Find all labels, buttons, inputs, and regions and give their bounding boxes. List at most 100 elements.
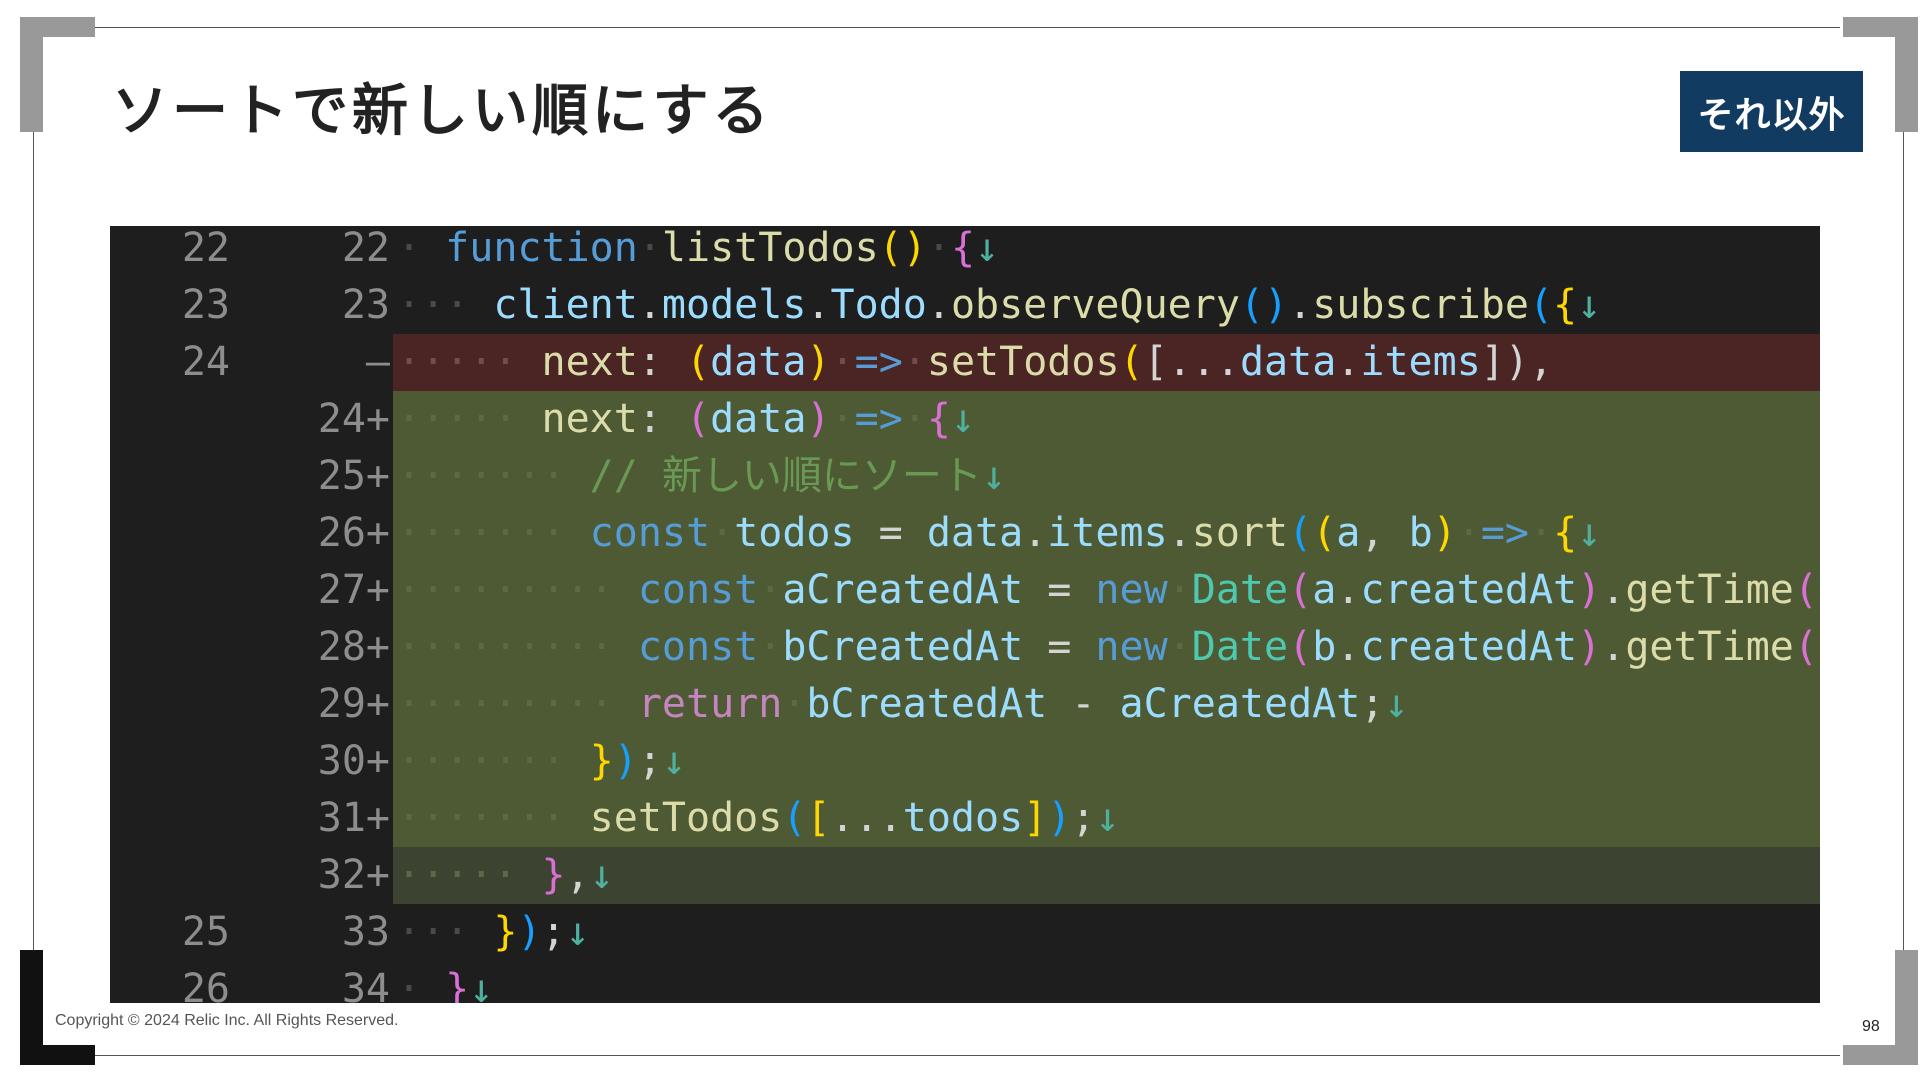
code-token: return: [637, 681, 783, 727]
source-code-line: ······· setTodos([...todos]);↓: [393, 790, 1120, 847]
code-token: .: [1601, 624, 1626, 670]
code-token: a: [1312, 567, 1337, 613]
corner-top-right-vertical: [1895, 17, 1918, 132]
corner-bottom-left-vertical: [20, 950, 43, 1065]
code-token: =: [1023, 624, 1096, 670]
line-return-icon: ↓: [661, 738, 687, 784]
code-token: createdAt: [1360, 624, 1578, 670]
code-token: =: [1023, 567, 1096, 613]
code-token: }: [541, 852, 566, 898]
diff-line: 26+······· const·todos = data.items.sort…: [110, 505, 1820, 562]
indent-guide: ·: [397, 226, 446, 271]
code-token: ·: [1456, 510, 1481, 556]
diff-line: 28+········· const·bCreatedAt = new·Date…: [110, 619, 1820, 676]
old-line-number: [130, 790, 230, 847]
code-token: (: [686, 396, 711, 442]
code-token: data: [926, 510, 1024, 556]
code-token: (: [1312, 510, 1337, 556]
code-token: items: [1047, 510, 1168, 556]
indent-guide: ·········: [397, 681, 638, 727]
code-token: todos: [734, 510, 855, 556]
code-token: todos: [902, 795, 1024, 841]
indent-guide: ···: [397, 282, 494, 328]
code-token: setTodos: [926, 339, 1120, 385]
code-token: ·: [758, 567, 783, 613]
diff-line-background: [393, 505, 1820, 562]
slide-title: ソートで新しい順にする: [112, 79, 773, 144]
code-token: ;: [637, 738, 662, 784]
code-token: .: [926, 282, 951, 328]
line-return-icon: ↓: [1577, 510, 1602, 556]
code-token: ·: [637, 226, 662, 271]
new-line-number: 29+: [317, 681, 390, 727]
diff-line: 27+········· const·aCreatedAt = new·Date…: [110, 562, 1820, 619]
old-line-number: 23: [181, 282, 230, 328]
code-token: (: [1119, 339, 1144, 385]
diff-line-background: [393, 790, 1820, 847]
old-line-number: [130, 505, 230, 562]
code-token: {: [1553, 510, 1578, 556]
line-return-icon: ↓: [565, 909, 590, 955]
diff-line: 25+······· // 新しい順にソート↓: [110, 448, 1820, 505]
diff-line-background: [393, 334, 1820, 391]
source-code-line: ······· const·todos = data.items.sort((a…: [393, 505, 1601, 562]
code-token: .: [1288, 282, 1313, 328]
new-line-number: 28+: [317, 624, 390, 670]
code-token: .: [1601, 567, 1626, 613]
code-token: ): [1577, 624, 1602, 670]
diff-line: 31+······· setTodos([...todos]);↓: [110, 790, 1820, 847]
code-token: data: [1239, 339, 1337, 385]
code-token: .: [1336, 339, 1361, 385]
frame-bottom-line: [95, 1055, 1840, 1056]
code-token: ): [613, 738, 638, 784]
indent-guide: ·······: [397, 510, 590, 556]
code-token: :: [637, 339, 686, 385]
code-token: (): [878, 226, 927, 271]
source-code-line: ····· next: (data)·=>·{↓: [393, 391, 975, 448]
code-token: ): [806, 339, 831, 385]
code-token: createdAt: [1360, 567, 1578, 613]
code-token: .: [637, 282, 662, 328]
indent-guide: ·····: [397, 396, 542, 442]
code-token: ·: [902, 339, 927, 385]
code-token: ]): [1480, 339, 1529, 385]
code-token: bCreatedAt: [782, 624, 1024, 670]
frame-left-line: [33, 130, 34, 950]
code-token: [...: [1143, 339, 1240, 385]
code-token: setTodos: [589, 795, 783, 841]
new-line-number: 30+: [317, 738, 390, 784]
indent-guide: ·········: [397, 624, 638, 670]
diff-line-background: [393, 676, 1820, 733]
code-token: [: [806, 795, 831, 841]
code-token: next: [541, 396, 638, 442]
code-token: .: [806, 282, 831, 328]
frame-right-line: [1903, 130, 1904, 950]
source-code-line: · function·listTodos()·{↓: [393, 226, 999, 277]
indent-guide: ·······: [397, 795, 590, 841]
code-token: sort: [1191, 510, 1289, 556]
code-token: new: [1095, 624, 1168, 670]
line-return-icon: ↓: [1095, 795, 1120, 841]
code-token: subscribe: [1312, 282, 1529, 328]
source-code-line: ········· const·bCreatedAt = new·Date(b.…: [393, 619, 1820, 676]
source-code-line: ········· return·bCreatedAt - aCreatedAt…: [393, 676, 1409, 733]
code-token: (: [1288, 510, 1313, 556]
old-line-number: 26: [181, 966, 230, 1003]
code-token: ): [1432, 510, 1457, 556]
source-code-line: ······· });↓: [393, 733, 686, 790]
code-token: (): [1793, 624, 1820, 670]
code-token: getTime: [1625, 624, 1794, 670]
diff-line-background: [393, 448, 1820, 505]
diff-line-background: [393, 562, 1820, 619]
old-line-number: [130, 847, 230, 904]
code-token: ...: [830, 795, 903, 841]
diff-line-background: [393, 961, 1820, 1003]
code-token: ): [517, 909, 542, 955]
source-code-line: ··· });↓: [393, 904, 590, 961]
code-token: .: [1167, 510, 1192, 556]
code-token: items: [1360, 339, 1481, 385]
indent-guide: ·······: [397, 453, 590, 499]
code-token: ·: [1167, 567, 1192, 613]
